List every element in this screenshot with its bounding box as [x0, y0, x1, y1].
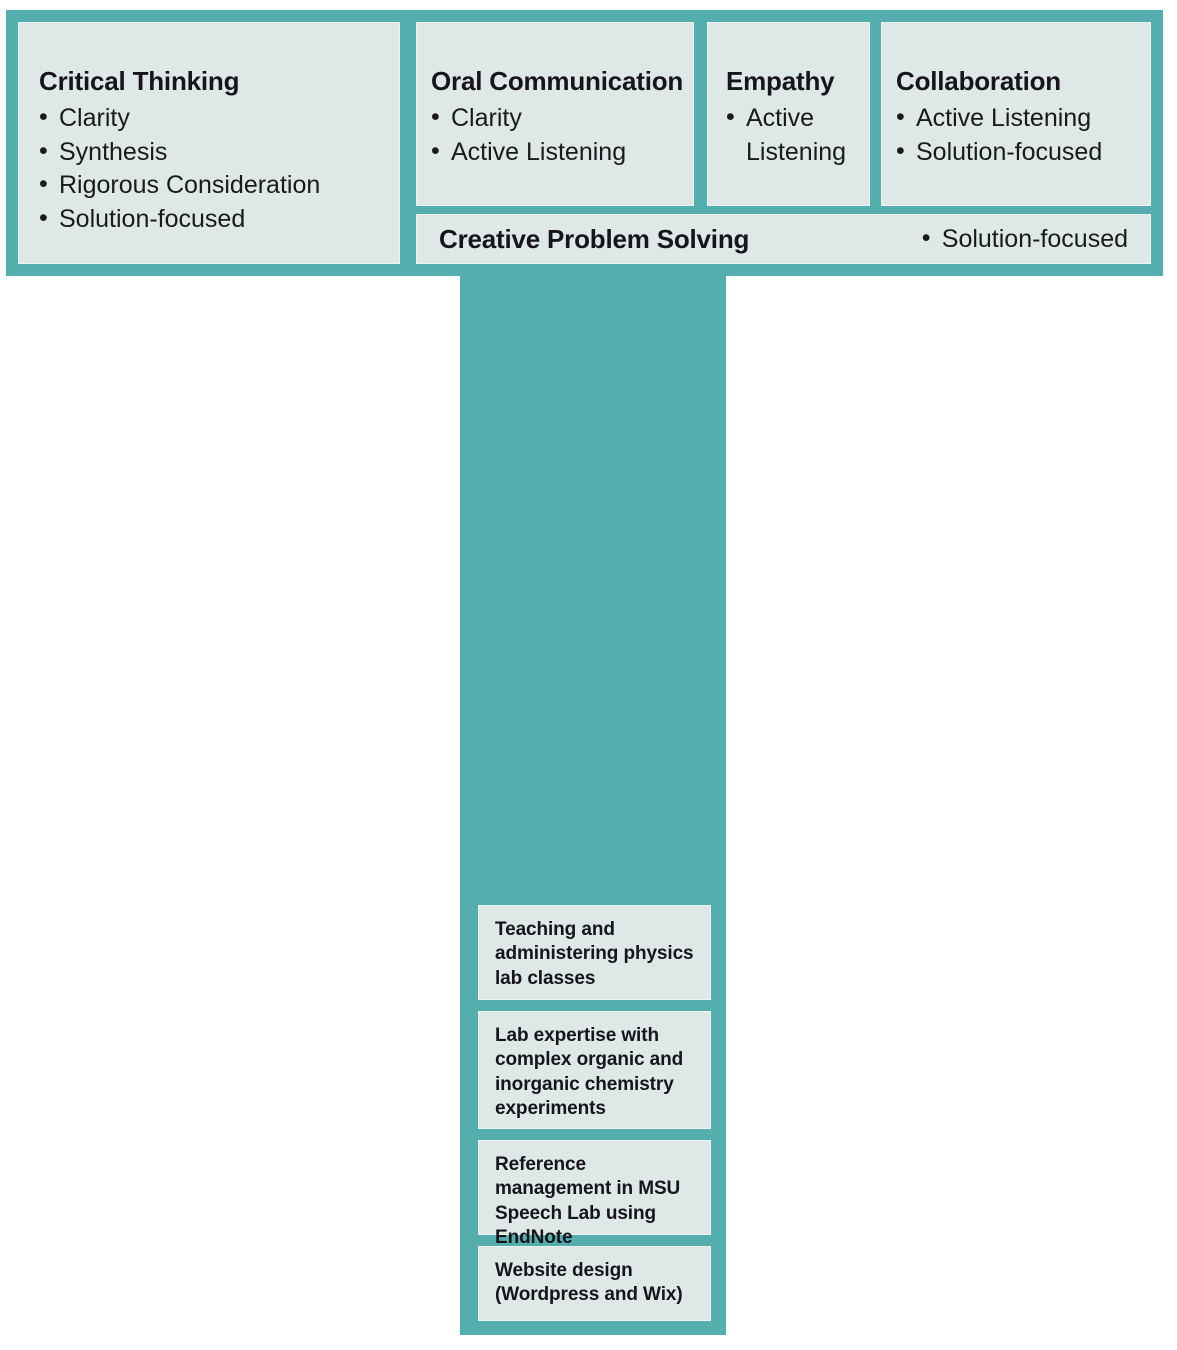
panel-empathy[interactable]: Empathy Active Listening — [707, 22, 870, 206]
vertical-stem: Teaching and administering physics lab c… — [460, 276, 726, 1335]
panel-title-oral-communication: Oral Communication — [431, 66, 684, 96]
experience-card[interactable]: Website design (Wordpress and Wix) — [478, 1246, 711, 1321]
bullet-list-collaboration: Active Listening Solution-focused — [896, 101, 1150, 170]
list-item: Solution-focused — [922, 224, 1128, 254]
list-item: Solution-focused — [39, 202, 399, 237]
bullet-list-oral-communication: Clarity Active Listening — [431, 101, 693, 170]
list-item: Synthesis — [39, 135, 399, 170]
experience-card[interactable]: Reference management in MSU Speech Lab u… — [478, 1140, 711, 1248]
experience-card-text: Lab expertise with complex organic and i… — [495, 1025, 684, 1119]
panel-title-collaboration: Collaboration — [896, 66, 1061, 96]
list-item: Active Listening — [896, 101, 1150, 136]
creative-problem-solving-row: Creative Problem Solving Solution-focuse… — [417, 215, 1150, 263]
panel-collaboration[interactable]: Collaboration Active Listening Solution-… — [881, 22, 1151, 206]
list-item: Active Listening — [726, 101, 869, 169]
panel-title-critical-thinking: Critical Thinking — [39, 66, 240, 96]
list-item: Active Listening — [431, 135, 693, 170]
list-item: Rigorous Consideration — [39, 168, 399, 203]
experience-card[interactable]: Teaching and administering physics lab c… — [478, 905, 711, 1000]
panel-oral-communication[interactable]: Oral Communication Clarity Active Listen… — [416, 22, 694, 206]
experience-card-text: Teaching and administering physics lab c… — [495, 919, 694, 989]
experience-card-text: Reference management in MSU Speech Lab u… — [495, 1154, 681, 1248]
panel-title-creative-problem-solving: Creative Problem Solving — [439, 223, 750, 254]
panel-creative-problem-solving[interactable]: Creative Problem Solving Solution-focuse… — [416, 214, 1151, 264]
list-item: Clarity — [39, 101, 399, 136]
list-item: Clarity — [431, 101, 693, 136]
panel-critical-thinking[interactable]: Critical Thinking Clarity Synthesis Rigo… — [18, 22, 400, 264]
list-item: Solution-focused — [896, 135, 1150, 170]
experience-card-text: Website design (Wordpress and Wix) — [495, 1260, 683, 1306]
bullet-list-critical-thinking: Clarity Synthesis Rigorous Consideration… — [39, 101, 399, 237]
panel-title-empathy: Empathy — [726, 66, 835, 96]
experience-card[interactable]: Lab expertise with complex organic and i… — [478, 1011, 711, 1129]
bullet-list-empathy: Active Listening — [726, 101, 869, 169]
